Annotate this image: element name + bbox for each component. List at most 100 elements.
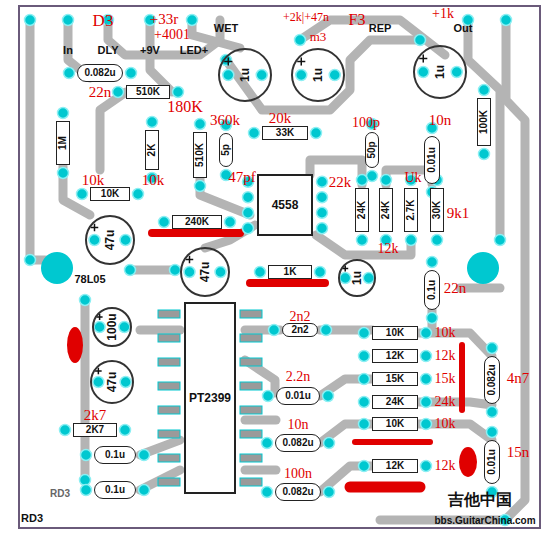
part-value: 50p [367,141,377,158]
mounting-hole [41,252,73,284]
handwritten-note: 9k1 [447,206,470,221]
pads [25,15,512,526]
part-value: 47u [104,230,116,251]
capacitor-body: 0.082u [484,356,500,404]
part-value: 24K [357,201,367,219]
resistor-body: 2.7K [404,188,418,232]
part-value: 2.7K [406,199,416,220]
silkscreen-label: WET [214,23,238,34]
part-value: 0.082u [487,364,497,395]
silkscreen-label: DLY [98,45,119,56]
handwritten-note: 12k [435,349,456,363]
polarity-marks [91,54,428,374]
capacitor-body: 0.01u [484,440,500,484]
handwritten-note: 22n [444,281,467,296]
part-value: 1u [434,65,446,79]
silkscreen-label: 吉他中国 [448,492,512,508]
handwritten-note: F3 [349,12,366,28]
silkscreen-label: Out [454,23,473,34]
electrolytic-capacitor: 100u [92,307,132,347]
handwritten-note: 47pf [228,170,256,185]
part-value: 10K [101,189,119,199]
resistor-body: 100K [477,98,491,146]
resistor-body: 15K [372,372,418,386]
part-value: 47u [199,262,211,283]
handwritten-note: 24k [435,395,456,409]
handwritten-note: +1k [432,7,454,21]
red-marks [67,233,477,487]
capacitor-body: 0.082u [77,64,123,82]
handwritten-note: 10n [288,418,309,432]
part-value: 2n2 [291,325,308,335]
handwritten-note: +33r [150,12,178,27]
part-value: 24K [386,397,404,407]
silkscreen-label: bbs.GuitarChina.com [434,516,535,526]
capacitor-body: 0.082u [275,483,321,501]
part-value: 1u [239,68,251,82]
part-value: PT2399 [189,392,231,404]
silkscreen-label: 78L05 [74,274,105,285]
silkscreen-label: LED+ [180,45,208,56]
resistor-body: 30K [430,188,444,232]
part-value: 0.01u [285,391,311,401]
copper-traces [30,20,525,520]
part-value: 510K [136,87,160,97]
resistor-body: 10K [372,417,418,431]
handwritten-note: 12k [378,242,399,256]
ic-package: PT2399 [184,302,236,494]
capacitor-body: 0.1u [94,481,136,499]
part-value: 12K [386,351,404,361]
electrolytic-capacitor: 47u [90,360,134,404]
handwritten-note: 4n7 [507,371,530,386]
part-value: 15K [386,374,404,384]
part-value: 4558 [272,199,299,211]
capacitor-body: 0.01u [424,136,440,184]
silkscreen-label: REP [369,23,392,34]
capacitor-body: 2n2 [282,323,318,337]
handwritten-note: 100p [352,116,380,130]
handwritten-note: 10k [435,417,456,431]
part-value: 12K [386,461,404,471]
handwritten-note: 2k7 [84,408,107,423]
electrolytic-capacitor: 1u [338,259,376,297]
silkscreen-label: In [63,45,73,56]
part-value: 0.082u [282,438,313,448]
handwritten-note: D3 [93,12,114,29]
resistor-body: 10K [372,326,418,340]
handwritten-note: 15k [435,372,456,386]
capacitor-body: 5p [219,133,233,167]
part-value: 1u [351,271,363,285]
part-value: 240K [185,217,209,227]
part-value: 0.082u [84,68,115,78]
ic-package: 4558 [257,174,313,236]
part-value: 0.01u [427,147,437,173]
handwritten-note: 15n [507,445,530,460]
part-value: 30K [432,201,442,219]
electrolytic-capacitor: 47u [180,247,230,297]
electrolytic-capacitor: 1u [291,48,345,102]
resistor-body: 24K [372,395,418,409]
handwritten-note: 20k [269,111,292,126]
part-value: 0.082u [282,487,313,497]
electrolytic-capacitor: 1u [413,45,467,99]
electrolytic-capacitor: 1u [218,48,272,102]
part-value: 24K [381,201,391,219]
handwritten-note: 22n [89,85,112,100]
handwritten-note: m3 [310,30,327,43]
handwritten-note: +4001 [154,28,190,42]
capacitor-body: 0.01u [276,387,320,405]
handwritten-note: 10k [435,326,456,340]
handwritten-note: 180K [167,99,203,115]
handwritten-note: 10k [142,173,165,188]
handwritten-note: 2n2 [290,310,311,324]
capacitor-body: 50p [365,132,379,168]
part-value: 1u [312,68,324,82]
resistor-body: 24K [379,188,393,232]
part-value: 10K [386,419,404,429]
part-value: 0.1u [105,485,125,495]
handwritten-note: 360k [210,113,240,128]
part-value: 10K [386,328,404,338]
part-value: 0.1u [105,450,125,460]
